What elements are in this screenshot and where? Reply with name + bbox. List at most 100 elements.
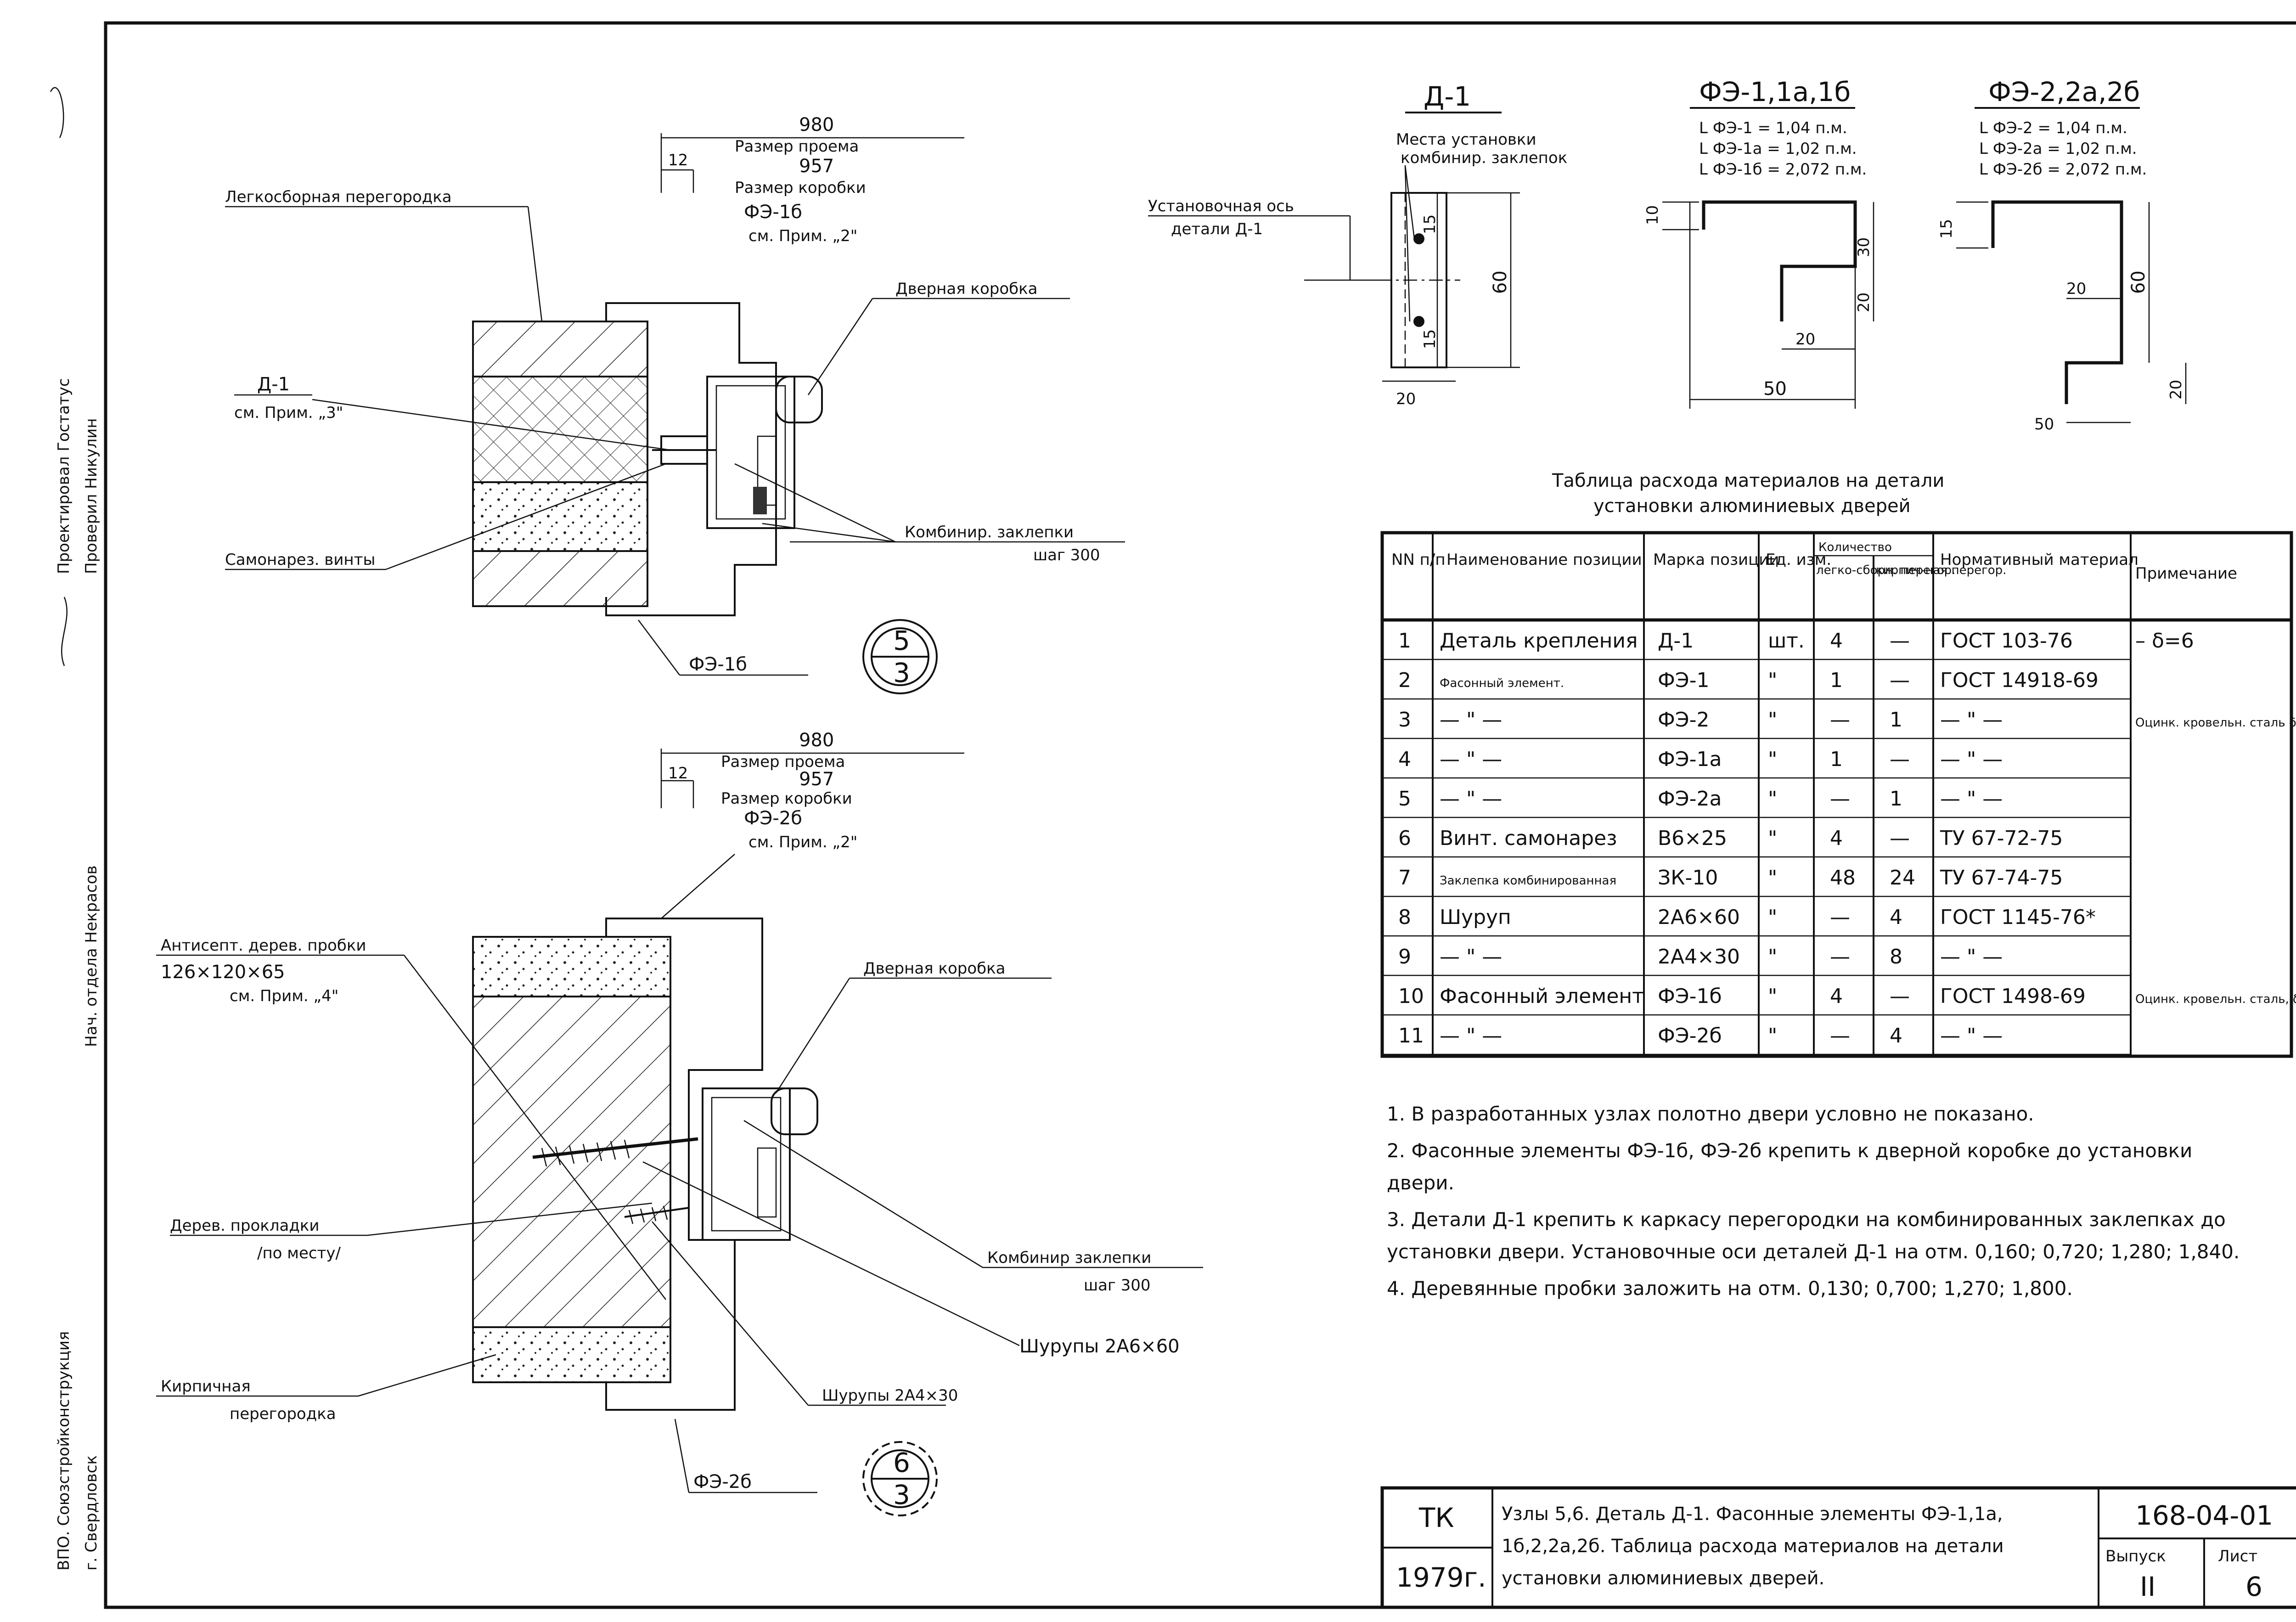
table-cell-norm: ГОСТ 1145-76* xyxy=(1940,906,2096,929)
n5-lbl-rivets-step: шаг 300 xyxy=(1033,546,1100,564)
tb-issue-val: II xyxy=(2140,1571,2155,1602)
n5-node-sheet: 3 xyxy=(893,657,910,688)
table-cell-q1: 4 xyxy=(1830,985,1843,1008)
n6-lbl-plugs-size: 126×120×65 xyxy=(161,962,285,983)
th-qty-brick: кирпич-ная перегор. xyxy=(1876,563,2006,577)
n6-lbl-rivets: Комбинир заклепки xyxy=(987,1249,1151,1267)
table-cell-q2: — xyxy=(1890,985,1910,1008)
table-cell-norm: ГОСТ 103-76 xyxy=(1940,629,2073,653)
tb-year: 1979г. xyxy=(1396,1562,1486,1593)
note-4: 4. Деревянные пробки заложить на отм. 0,… xyxy=(1387,1277,2073,1300)
d1-lbl-axis2: детали Д-1 xyxy=(1171,220,1263,238)
th-qty-light: легко-сборн. перегор. xyxy=(1816,563,1955,577)
table-cell-q1: 48 xyxy=(1830,866,1856,890)
table-cell-note: Оцинк. кровельн. сталь, δ=0,8 xyxy=(2135,992,2296,1006)
fe2-dim-15: 15 xyxy=(1937,219,1956,239)
tb-issue-label: Выпуск xyxy=(2105,1547,2166,1566)
table-cell-name: Фасонный элемент. xyxy=(1440,676,1564,690)
table-cell-name: — " — xyxy=(1440,708,1502,732)
table-cell-q1: 1 xyxy=(1830,748,1843,771)
fe2-l2: L ФЭ-2а = 1,02 п.м. xyxy=(1979,140,2137,158)
tb-code: 168-04-01 xyxy=(2135,1500,2273,1531)
stamp-org: ВПО. Союзстройконструкция xyxy=(55,1331,73,1571)
table-cell-unit: шт. xyxy=(1768,629,1805,653)
table-cell-n: 4 xyxy=(1398,748,1411,771)
n6-dim-980: 980 xyxy=(799,730,834,751)
n6-lbl-brick2: перегородка xyxy=(230,1405,336,1423)
tb-desc3: установки алюминиевых дверей. xyxy=(1502,1568,1824,1589)
n5-node-num: 5 xyxy=(893,625,910,656)
table-cell-q2: — xyxy=(1890,827,1910,850)
table-cell-n: 6 xyxy=(1398,827,1411,850)
th-unit: Ед. изм. xyxy=(1766,551,1831,569)
stamp-mid2: Нач. отдела Некрасов xyxy=(82,866,101,1047)
fe2-dim-60: 60 xyxy=(2128,270,2149,294)
fe1-dim-50: 50 xyxy=(1763,378,1787,400)
table-cell-unit: " xyxy=(1768,669,1777,692)
table-cell-mark: 2А6×60 xyxy=(1658,906,1740,929)
sheet-frame xyxy=(104,21,2296,1609)
th-mark: Марка позиции xyxy=(1653,551,1779,569)
table-cell-name: Заклепка комбинированная xyxy=(1440,874,1616,888)
fe2-dim-50: 50 xyxy=(2034,415,2054,434)
n5-ref-note2: см. Прим. „2" xyxy=(748,227,857,245)
table-cell-name: — " — xyxy=(1440,748,1502,771)
table-cell-q2: 8 xyxy=(1890,945,1902,969)
th-qty: Количество xyxy=(1818,541,1892,554)
n5-dim-980: 980 xyxy=(799,114,834,135)
table-cell-norm: — " — xyxy=(1940,945,2003,969)
table-cell-n: 11 xyxy=(1398,1024,1424,1048)
d1-lbl-places2: комбинир. заклепок xyxy=(1401,149,1567,167)
stamp-top: Проектировал Гостатус xyxy=(55,378,73,574)
fe1-l3: L ФЭ-1б = 2,072 п.м. xyxy=(1699,160,1867,179)
fe2-dim-20v: 20 xyxy=(2167,380,2185,400)
table-cell-q1: — xyxy=(1830,906,1850,929)
table-cell-name: Деталь крепления xyxy=(1440,629,1638,653)
d1-dim-20: 20 xyxy=(1396,390,1416,408)
table-cell-q1: 4 xyxy=(1830,827,1843,850)
table-cell-unit: " xyxy=(1768,827,1777,850)
table-cell-note: – δ=6 xyxy=(2135,629,2194,653)
table-cell-name: — " — xyxy=(1440,787,1502,811)
n6-lbl-plugs: Антисепт. дерев. пробки xyxy=(161,936,366,955)
n6-ref-note2: см. Прим. „2" xyxy=(748,833,857,851)
table-cell-n: 2 xyxy=(1398,669,1411,692)
tb-sheet-label: Лист xyxy=(2218,1547,2257,1566)
table-cell-mark: В6×25 xyxy=(1658,827,1727,850)
table-cell-unit: " xyxy=(1768,945,1777,969)
table-cell-norm: ГОСТ 1498-69 xyxy=(1940,985,2086,1008)
table-cell-q2: 1 xyxy=(1890,708,1902,732)
table-cell-norm: — " — xyxy=(1940,1024,2003,1048)
tb-org: ТК xyxy=(1418,1502,1454,1533)
tb-sheet-val: 6 xyxy=(2245,1571,2262,1602)
table-cell-mark: ФЭ-2 xyxy=(1658,708,1709,732)
table-cell-q2: — xyxy=(1890,748,1910,771)
table-cell-norm: — " — xyxy=(1940,748,2003,771)
n6-lbl-wood-pads: Дерев. прокладки xyxy=(170,1216,320,1235)
fe2-l3: L ФЭ-2б = 2,072 п.м. xyxy=(1979,160,2147,179)
table-cell-name: — " — xyxy=(1440,945,1502,969)
n6-lbl-wood-pads-note: /по месту/ xyxy=(257,1244,341,1262)
n5-dim-label-frame: Размер коробки xyxy=(735,179,866,197)
fe1-dim-20h: 20 xyxy=(1795,330,1815,349)
table-cell-q2: — xyxy=(1890,629,1910,653)
d1-dim-15b: 15 xyxy=(1421,329,1439,349)
side-stamp: Проектировал Гостатус Проверил Никулин Н… xyxy=(50,23,107,1607)
node-5-drawing: 980 Размер проема 957 Размер коробки 12 … xyxy=(225,114,1125,694)
table-cell-norm: — " — xyxy=(1940,708,2003,732)
th-name: Наименование позиции xyxy=(1446,551,1642,569)
d1-lbl-axis: Установочная ось xyxy=(1148,197,1294,215)
note-2b: двери. xyxy=(1387,1171,1454,1194)
n6-lbl-rivets-step: шаг 300 xyxy=(1084,1276,1151,1295)
d1-dim-15a: 15 xyxy=(1421,214,1439,234)
n6-lbl-screws1: Шурупы 2А6×60 xyxy=(1019,1336,1180,1357)
table-cell-q2: 4 xyxy=(1890,906,1902,929)
n5-lbl-screws: Самонарез. винты xyxy=(225,551,375,569)
table-cell-mark: ФЭ-2б xyxy=(1658,1024,1722,1048)
n5-lbl-partition: Легкосборная перегородка xyxy=(225,188,452,206)
table-cell-n: 7 xyxy=(1398,866,1411,890)
note-3: 3. Детали Д-1 крепить к каркасу перегоро… xyxy=(1387,1208,2226,1231)
table-cell-n: 5 xyxy=(1398,787,1411,811)
